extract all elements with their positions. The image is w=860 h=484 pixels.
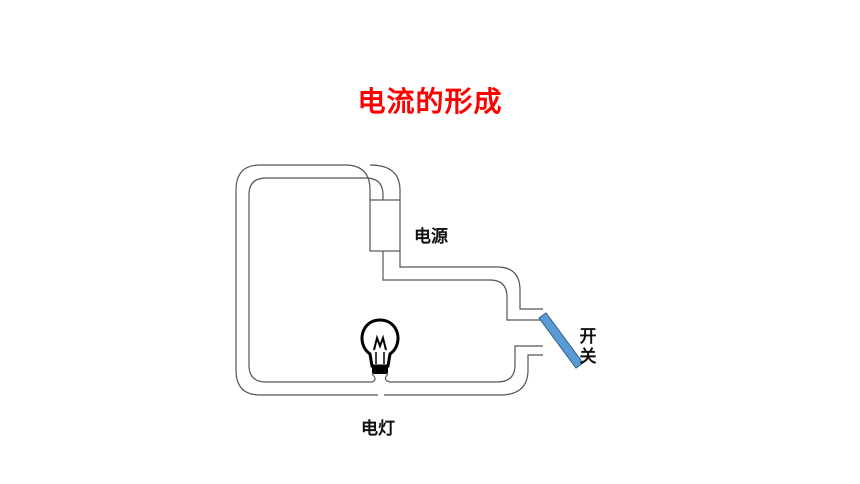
wire-outer-edge	[235, 164, 543, 396]
lamp-label: 电灯	[361, 419, 395, 439]
switch-label: 开关	[579, 327, 597, 367]
wire-inner-edge	[248, 177, 543, 383]
power-source-label: 电源	[414, 227, 448, 247]
page-title: 电流的形成	[357, 85, 503, 118]
knife-switch-icon	[538, 312, 584, 369]
light-bulb-icon	[360, 318, 400, 383]
power-source-box	[369, 199, 401, 252]
